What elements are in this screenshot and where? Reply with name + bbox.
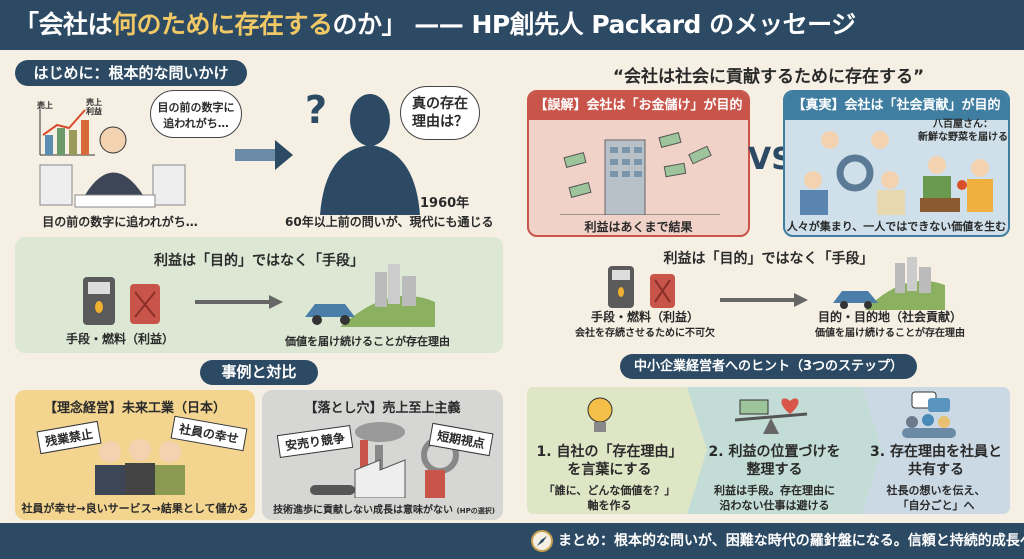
step-1: 1. 自社の「存在理由」 を言葉にする「誰に、どんな価値を？」 軸を作る <box>527 443 692 513</box>
title-highlight: 何のために存在する <box>112 10 333 39</box>
good-case-title: 【理念経営】未来工業（日本） <box>43 401 226 416</box>
svg-text:?: ? <box>305 88 327 132</box>
left-caption: 目の前の数字に追われがち… <box>42 215 198 229</box>
fuel-caption: 手段・燃料（利益） <box>65 332 174 346</box>
key-quote: “会社は社会に貢献するために存在する” <box>612 67 925 87</box>
thought-bubble: 目の前の数字に 追われがち… <box>150 90 242 138</box>
balance-icon <box>735 398 808 434</box>
step-desc: 「誰に、どんな価値を？」 軸を作る <box>543 484 676 512</box>
collaboration-illustration <box>800 131 905 215</box>
silhouette-thinker-illustration: ? <box>305 88 420 215</box>
step-desc: 社長の想いを伝え、 「自分ごと」へ <box>886 484 986 512</box>
team-chat-icon <box>902 391 956 438</box>
happy-employees-illustration <box>95 439 185 495</box>
year-label: 1960年 <box>420 196 470 211</box>
title-part: 「会社は <box>14 10 113 39</box>
goal-caption: 価値を届け続けることが存在理由 <box>285 335 450 348</box>
lightbulb-icon <box>587 397 613 432</box>
chart-label: 売上 <box>37 101 53 110</box>
step-title: 3. 存在理由を社員と 共有する <box>870 444 1002 478</box>
good-case-caption: 社員が幸せ→良いサービス→結果として儲かる <box>21 502 249 515</box>
vs-label: VS <box>748 142 793 177</box>
arrow-icon <box>195 295 283 309</box>
right-caption: 60年以上前の問いが、現代にも通じる <box>285 215 494 229</box>
arrow-icon <box>235 140 293 170</box>
stressed-worker-illustration <box>39 105 186 208</box>
misconception-title: 【誤解】会社は「お金儲け」が目的 <box>529 92 748 120</box>
compass-icon <box>531 530 553 552</box>
step-title: 2. 利益の位置づけを 整理する <box>708 444 841 478</box>
truth-caption: 人々が集まり、一人ではできない価値を生む <box>786 220 1007 233</box>
truth-example: 八百屋さん： 新鮮な野菜を届ける <box>918 119 1008 143</box>
car-city-illustration <box>833 257 945 310</box>
title-part: のか」 —— HP創先人 Packard のメッセージ <box>332 10 857 39</box>
building-money-illustration <box>560 131 720 215</box>
bad-case-title: 【落とし穴】売上至上主義 <box>304 401 461 416</box>
fuel-pump-icon <box>83 277 160 325</box>
step-2: 2. 利益の位置づけを 整理する利益は手段。存在理由に 沿わない仕事は避ける <box>692 443 857 513</box>
greengrocer-illustration <box>920 156 993 212</box>
summary-bar: まとめ：根本的な問いが、困難な時代の羅針盤になる。信頼と持続的成長へ。 <box>0 523 1024 559</box>
truth-title: 【真実】会社は「社会貢献」が目的 <box>785 92 1008 120</box>
profit-means-title: 利益は「目的」ではなく「手段」 <box>154 253 364 269</box>
car-city-illustration <box>305 264 435 327</box>
step-desc: 利益は手段。存在理由に 沿わない仕事は避ける <box>714 484 835 512</box>
page-title: 「会社は何のために存在するのか」 —— HP創先人 Packard のメッセージ <box>0 0 1024 50</box>
step-3: 3. 存在理由を社員と 共有する社長の想いを伝え、 「自分ごと」へ <box>862 443 1010 513</box>
goal-caption: 目的・目的地（社会貢献） <box>817 310 962 324</box>
fuel-caption: 手段・燃料（利益） <box>590 310 699 324</box>
step-title: 1. 自社の「存在理由」 を言葉にする <box>536 444 683 478</box>
bad-case-caption: 技術進歩に貢献しない成長は意味がない <box>273 505 454 516</box>
cases-pill: 事例と対比 <box>200 360 318 385</box>
speech-bubble: 真の存在 理由は？ <box>400 86 480 140</box>
bad-case-note: (HPの選択) <box>456 507 495 515</box>
profit-means-title-right: 利益は「目的」ではなく「手段」 <box>663 251 874 267</box>
fuel-pump-icon <box>608 266 675 308</box>
summary-text: まとめ：根本的な問いが、困難な時代の羅針盤になる。信頼と持続的成長へ。 <box>558 533 1024 549</box>
factory-illustration <box>310 422 459 498</box>
misconception-caption: 利益はあくまで結果 <box>584 220 693 234</box>
intro-pill: はじめに：根本的な問いかけ <box>15 60 247 86</box>
hints-pill: 中小企業経営者へのヒント（3つのステップ） <box>620 354 917 379</box>
arrow-icon <box>720 293 808 307</box>
fuel-subcaption: 会社を存続させるために不可欠 <box>575 328 715 339</box>
chart-label: 売上 利益 <box>86 98 102 116</box>
goal-subcaption: 価値を届け続けることが存在理由 <box>815 328 965 339</box>
